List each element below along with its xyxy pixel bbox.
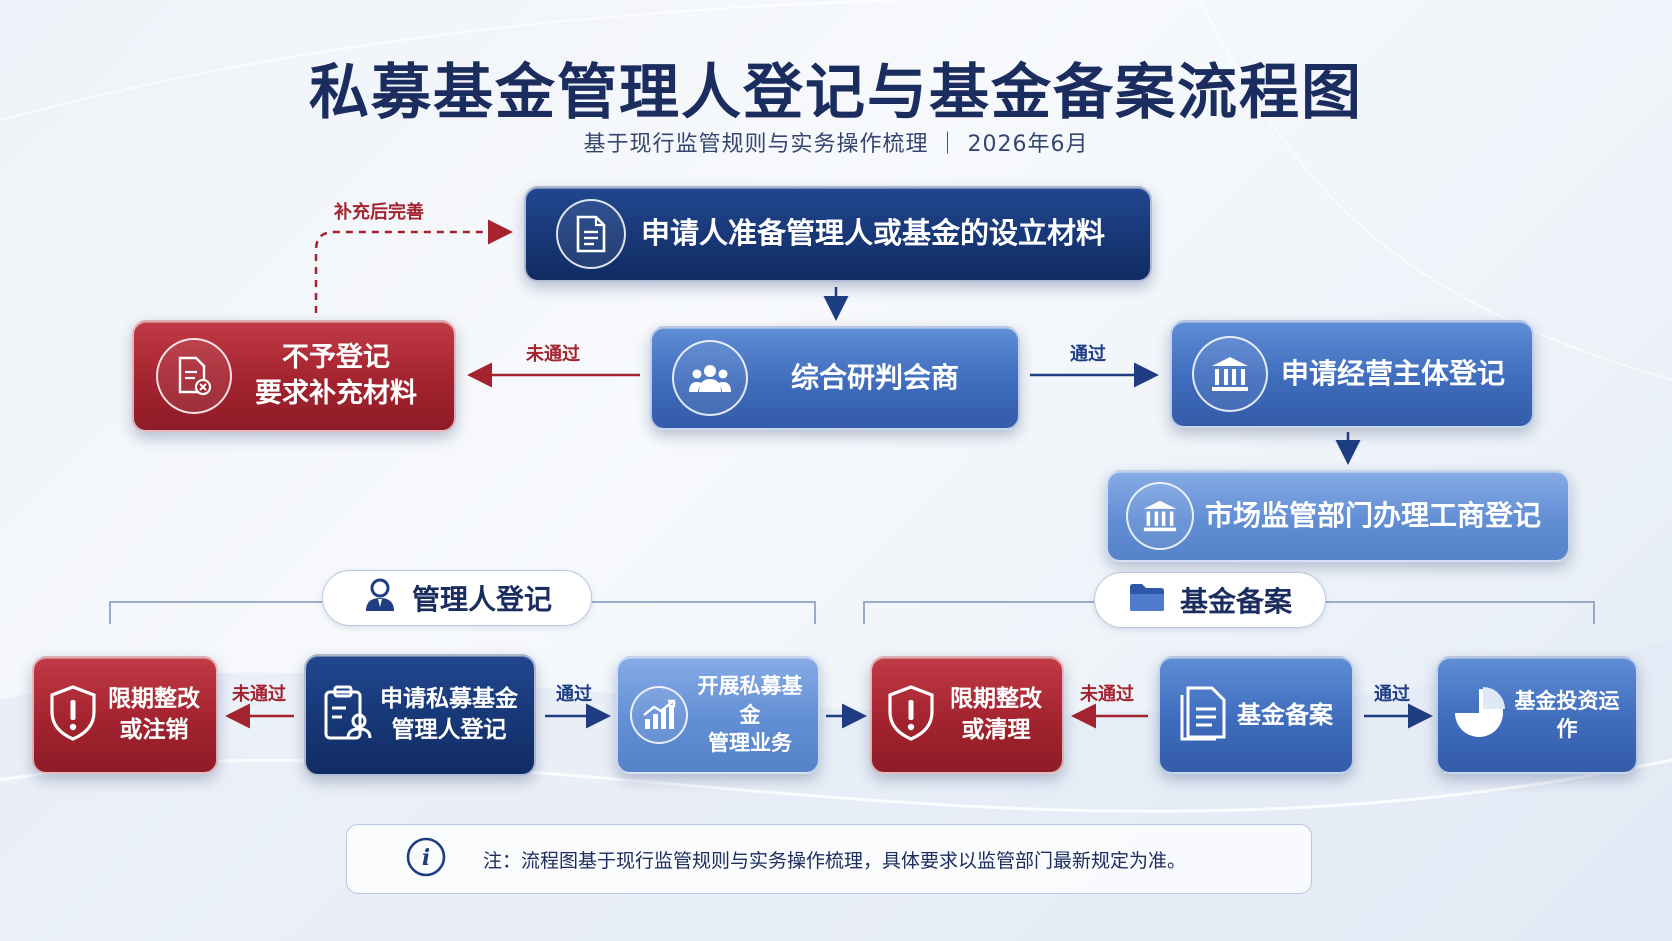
node-fund-rectify-or-liquidate: 限期整改 或清理 bbox=[870, 656, 1064, 774]
shield-alert-icon bbox=[48, 684, 98, 746]
supplement-label: 补充后完善 bbox=[334, 202, 424, 223]
not-passed-label: 未通过 bbox=[526, 344, 580, 365]
node-label: 基金投资运作 bbox=[1514, 688, 1620, 741]
node-label-line2: 或清理 bbox=[961, 717, 1031, 743]
node-apply-manager-registration: 申请私募基金 管理人登记 bbox=[304, 654, 536, 776]
node-label: 市场监管部门办理工商登记 bbox=[1204, 499, 1541, 533]
passed-label: 通过 bbox=[1374, 684, 1410, 705]
not-passed-label: 未通过 bbox=[232, 684, 286, 705]
pie-chart-icon bbox=[1452, 686, 1506, 744]
info-icon: i bbox=[405, 836, 447, 883]
node-label: 基金备案 bbox=[1237, 700, 1333, 729]
node-label-line1: 限期整改 bbox=[950, 685, 1042, 712]
footnote-text: 注：流程图基于现行监管规则与实务操作梳理，具体要求以监管部门最新规定为准。 bbox=[483, 849, 1187, 872]
node-market-supervision-registration: 市场监管部门办理工商登记 bbox=[1106, 470, 1570, 562]
node-conduct-management-business: 开展私募基金 管理业务 bbox=[616, 656, 820, 774]
section-label: 基金备案 bbox=[1179, 585, 1292, 618]
bank-icon bbox=[1126, 482, 1194, 550]
section-label: 管理人登记 bbox=[411, 583, 552, 616]
node-fund-filing: 基金备案 bbox=[1158, 656, 1354, 774]
manager-person-icon bbox=[362, 577, 398, 620]
node-text-group: 开展私募基金 管理业务 bbox=[688, 672, 818, 757]
footnote-box: i 注：流程图基于现行监管规则与实务操作梳理，具体要求以监管部门最新规定为准。 bbox=[346, 824, 1312, 894]
page-title: 私募基金管理人登记与基金备案流程图 bbox=[309, 58, 1363, 128]
section-fund-filing: 基金备案 bbox=[1094, 572, 1326, 628]
node-prepare-materials: 申请人准备管理人或基金的设立材料 bbox=[524, 186, 1152, 282]
node-text-group: 申请私募基金 管理人登记 bbox=[372, 684, 534, 746]
section-manager-registration: 管理人登记 bbox=[322, 570, 592, 626]
people-group-icon bbox=[672, 340, 748, 416]
node-label-line1: 申请私募基金 bbox=[380, 685, 518, 712]
rejected-document-icon bbox=[156, 338, 232, 414]
page-subtitle: 基于现行监管规则与实务操作梳理 ｜ 2026年6月 bbox=[583, 132, 1089, 157]
document-icon bbox=[556, 199, 626, 269]
node-label: 申请经营主体登记 bbox=[1280, 357, 1505, 391]
clipboard-user-icon bbox=[322, 684, 372, 746]
node-label-line1: 开展私募基金 bbox=[697, 674, 803, 727]
node-text-group: 限期整改 或清理 bbox=[936, 684, 1062, 746]
bank-icon bbox=[1192, 336, 1268, 412]
folder-icon bbox=[1128, 581, 1166, 620]
node-label-line2: 管理业务 bbox=[708, 731, 792, 756]
node-comprehensive-consultation: 综合研判会商 bbox=[650, 326, 1020, 430]
node-label-line1: 限期整改 bbox=[108, 685, 200, 712]
node-label-line2: 管理人登记 bbox=[391, 717, 507, 743]
svg-text:i: i bbox=[422, 845, 430, 871]
node-label: 申请人准备管理人或基金的设立材料 bbox=[640, 216, 1105, 251]
node-entity-registration: 申请经营主体登记 bbox=[1170, 320, 1534, 428]
passed-label: 通过 bbox=[1070, 344, 1106, 365]
shield-alert-icon bbox=[886, 684, 936, 746]
not-passed-label: 未通过 bbox=[1080, 684, 1134, 705]
node-reject-registration: 不予登记 要求补充材料 bbox=[132, 320, 456, 432]
node-manager-rectify-or-cancel: 限期整改 或注销 bbox=[32, 656, 218, 774]
node-fund-investment-operation: 基金投资运作 bbox=[1436, 656, 1638, 774]
node-label-line1: 不予登记 bbox=[282, 341, 390, 373]
passed-label: 通过 bbox=[556, 684, 592, 705]
growth-chart-icon bbox=[630, 686, 688, 744]
node-text-group: 不予登记 要求补充材料 bbox=[232, 340, 454, 413]
node-label-line2: 要求补充材料 bbox=[255, 378, 417, 409]
node-label-line2: 或注销 bbox=[119, 717, 189, 743]
node-text-group: 限期整改 或注销 bbox=[98, 684, 216, 746]
file-folder-icon bbox=[1178, 685, 1228, 745]
node-label: 综合研判会商 bbox=[790, 361, 959, 395]
